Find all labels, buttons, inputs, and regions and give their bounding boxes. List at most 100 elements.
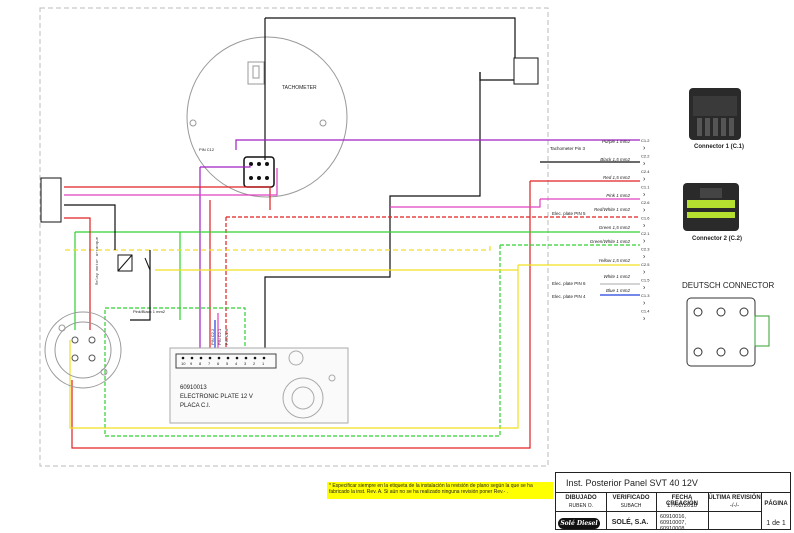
electronic-plate: 10 9 8 7 6 5 4 3 2 1 60910013 ELECTRONIC PLATE 12… <box>169 328 349 424</box>
pin-label: C2.6 <box>641 200 650 205</box>
plate-pin-number: 10 <box>181 361 186 366</box>
sole-diesel-logo: Solé Diesel <box>558 518 600 529</box>
plate-pin <box>199 356 203 360</box>
plate-pin-number: 7 <box>208 361 211 366</box>
tachometer-label: TACHOMETER <box>282 85 317 91</box>
pin-arrow: › <box>643 238 646 245</box>
pin-label: C1.2 <box>641 138 650 143</box>
created-value: 17/02/2016 <box>666 503 698 509</box>
plate-pin-number: 5 <box>226 361 229 366</box>
drawn-header: DIBUJADO <box>565 495 597 501</box>
plate-pin-label: PIN C1.6 <box>224 328 229 345</box>
wires <box>64 17 640 449</box>
drawing-title: Inst. Posterior Panel SVT 40 12V <box>556 473 790 493</box>
pin-arrow: › <box>643 254 646 261</box>
pin-label: C1.1 <box>641 185 650 190</box>
revision-note: * Especificar siempre en la etiqueta de … <box>327 482 553 499</box>
tachometer: TACHOMETER PIN C12 <box>186 36 348 198</box>
deutsch-connector: DEUTSCH CONNECTOR <box>682 281 775 367</box>
pin-arrow: › <box>643 176 646 183</box>
plate-description: ELECTRONIC PLATE 12 V <box>180 394 253 400</box>
pin-label: C1.5 <box>641 278 650 283</box>
revision-header: ÚLTIMA REVISIÓN <box>708 495 761 501</box>
drawn-value: RUBEN O. <box>568 503 594 509</box>
plate-subtitle: PLACA C.I. <box>180 403 211 409</box>
deutsch-connector-label: DEUTSCH CONNECTOR <box>682 281 775 290</box>
signal-label: Elec. plate PIN 5 <box>552 211 586 216</box>
wire-label: Green 1,5 mm2 <box>599 225 631 230</box>
pin-arrow: › <box>643 145 646 152</box>
connector-2: Connector 2 (C.2) <box>683 183 742 242</box>
plate-pin-number: 3 <box>244 361 247 366</box>
connector-2-label: Connector 2 (C.2) <box>692 236 742 242</box>
plate-pin-label: PIN C2.2 <box>210 328 215 345</box>
wire-label: Purple 1 mm2 <box>602 139 631 144</box>
checked-header: VERIFICADO <box>612 495 650 501</box>
pin-label: C2.2 <box>641 154 650 159</box>
page-value: 1 de 1 <box>766 520 786 527</box>
wire-label: Red 1,5 mm2 <box>603 175 631 180</box>
plate-pin-number: 6 <box>217 361 220 366</box>
pin-label: C1.6 <box>641 216 650 221</box>
signal-label: Elec. plate PIN 6 <box>552 281 586 286</box>
created-header: FECHA CREACIÓN <box>665 495 698 507</box>
pin-arrow: › <box>643 316 646 323</box>
pin-arrow: › <box>643 192 646 199</box>
wire-label: Yellow 1,5 mm2 <box>598 258 630 263</box>
plate-pin <box>181 356 185 360</box>
reference-numbers: 60910016, 60910007, 60910008 <box>660 514 686 532</box>
plate-pin <box>208 356 212 360</box>
pin-arrow: › <box>643 269 646 276</box>
pin-arrow: › <box>643 161 646 168</box>
pin-arrow: › <box>643 223 646 230</box>
pin-label: C2.5 <box>641 262 650 267</box>
wire-label: Black 1,5 mm2 <box>600 157 630 162</box>
plate-pin-number: 8 <box>199 361 202 366</box>
revision-value: -/-/- <box>729 503 740 509</box>
pin-arrow: › <box>643 300 646 307</box>
plate-pin-number: 2 <box>253 361 256 366</box>
tachometer-plug <box>243 156 275 188</box>
plate-pin <box>226 356 230 360</box>
wire-label: Green/White 1 mm2 <box>590 239 631 244</box>
plate-pin-number: 1 <box>262 361 265 366</box>
diagram-boundary <box>39 7 549 467</box>
connector-1: Connector 1 (C.1) <box>689 88 744 150</box>
left-plug <box>40 177 62 223</box>
signal-label: Tachometer Pin 3 <box>550 146 586 151</box>
company-name: SOLÉ, S.A. <box>611 519 649 526</box>
plate-pin <box>253 356 257 360</box>
pin-label: C2.3 <box>641 247 650 252</box>
checked-value: SUBACH <box>620 503 642 509</box>
connector-1-label: Connector 1 (C.1) <box>694 144 744 150</box>
page-header: PÁGINA <box>764 501 788 507</box>
pin-arrow: › <box>643 285 646 292</box>
relay: Relay motor arranque <box>95 236 151 285</box>
title-block: Inst. Posterior Panel SVT 40 12V DIBUJAD… <box>555 472 791 532</box>
wire-label: Red/White 1 mm2 <box>594 207 631 212</box>
pin-arrow: › <box>643 207 646 214</box>
key-switch <box>44 311 122 389</box>
tacho-label-box <box>513 57 539 85</box>
wire-label: White 1 mm2 <box>603 274 630 279</box>
plate-pin <box>217 356 221 360</box>
pin-c12-label: PIN C12 <box>199 147 215 152</box>
plate-pin <box>235 356 239 360</box>
wire-label: Blue 1 mm2 <box>606 288 631 293</box>
plate-pin-label: PIN C2.1 <box>217 328 222 345</box>
signal-label: Elec. plate PIN 4 <box>552 294 586 299</box>
pin-label: C2.1 <box>641 231 650 236</box>
pin-label: C2.4 <box>641 169 650 174</box>
plate-pin <box>262 356 266 360</box>
plate-pin <box>190 356 194 360</box>
pin-label: C1.4 <box>641 309 650 314</box>
plate-part-number: 60910013 <box>180 385 207 391</box>
relay-label: Relay motor arranque <box>95 236 100 285</box>
wire-label: Pink 1 mm2 <box>606 193 630 198</box>
plate-pin <box>244 356 248 360</box>
plate-pin-number: 4 <box>235 361 238 366</box>
pink-black-wire-label: Pink/Black 1 mm2 <box>133 309 166 314</box>
pin-label: C1.3 <box>641 293 650 298</box>
plate-pin-number: 9 <box>190 361 193 366</box>
